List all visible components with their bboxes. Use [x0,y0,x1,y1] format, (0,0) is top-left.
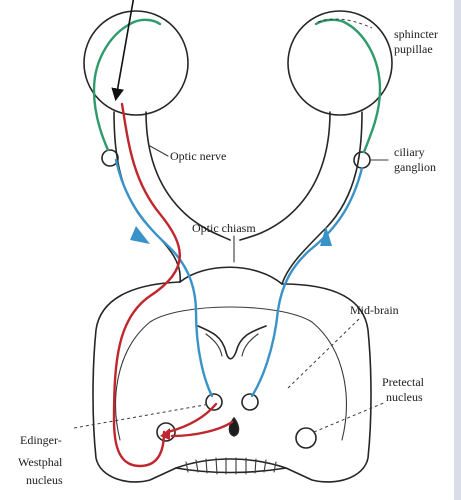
right-afferent-pathway [250,166,364,398]
label-mid-brain: Mid-brain [350,303,399,317]
left-ciliary-ganglion [101,149,119,167]
pointer-edinger [73,403,211,429]
left-optic-nerve-outline-inner [145,111,231,241]
cerebral-peduncle-band [175,458,287,469]
efferent-pathway [112,102,181,468]
left-pretectal-nucleus [205,393,223,411]
cerebral-aqueduct [197,325,267,360]
lateral-pretectal-nucleus [295,427,317,449]
right-postganglionic-fibres [314,18,382,154]
efferent-arrowhead [160,428,170,440]
left-eyeball [83,10,189,116]
right-eyeball [287,10,393,116]
afferent-arrow-right [320,226,332,246]
peduncle-stripes [185,457,277,475]
incoming-light-arrow [111,0,135,102]
aqueduct-detail [205,333,259,357]
label-optic-chiasm: Optic chiasm [192,221,256,235]
label-optic-nerve: Optic nerve [170,149,226,163]
right-optic-nerve-outline-inner [239,111,331,241]
right-optic-nerve-outline [281,111,363,285]
afferent-arrow-left [130,226,150,244]
pointer-midbrain [287,317,361,389]
midbrain-inner-outline [115,306,347,441]
optic-chiasm-outline [179,266,283,285]
label-pretectal-nucleus: Pretectal nucleus [382,375,427,404]
pointer-pretectal [313,401,387,433]
label-ciliary-ganglion: ciliary ganglion [394,145,436,174]
label-edinger-westphal: Edinger- Westphal nucleus [18,433,65,487]
left-postganglionic-fibres [92,18,162,152]
left-edinger-westphal-nucleus [156,422,176,442]
page-edge-strip [454,0,461,500]
efferent-nucleus-connection [166,402,234,438]
right-pretectal-nucleus [241,393,259,411]
right-ciliary-ganglion [353,151,371,169]
left-afferent-pathway [114,158,214,398]
midbrain-outline [92,281,372,483]
pointer-sphincter [317,18,373,29]
oculomotor-nucleus-drop [228,417,240,437]
label-sphincter-pupillae: sphincter pupillae [394,27,441,56]
pointer-optic-nerve [149,145,169,157]
